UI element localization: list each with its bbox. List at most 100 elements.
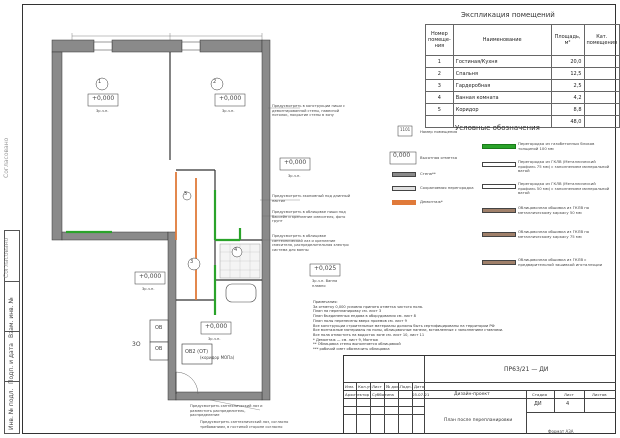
- schedule-header-cat: Кат. помещения: [583, 24, 620, 56]
- note-item: План полы перенесены вверх проемов см. л…: [313, 318, 407, 323]
- tb-col-doc: № док.: [386, 384, 400, 389]
- room-markers: [95, 77, 243, 271]
- shaft-label-3: ОВ2 (ОТ): [185, 349, 209, 355]
- legend-swatch-new-partition: [482, 144, 516, 149]
- corridor-floor: 3р.ч.п.: [208, 337, 221, 341]
- legend-swatch-gklv-75: [482, 162, 516, 167]
- legend-swatch-lining-50: [482, 208, 516, 213]
- legend-label-kept: Сохраняемая перегородка: [420, 185, 474, 190]
- legend-label-level: Высотная отметка: [420, 155, 458, 160]
- legend-desc-2: Перегородка из ГКЛВ (Металлический профи…: [518, 159, 610, 174]
- note-item: За отметку 0,000 условно принята отметка…: [313, 304, 424, 309]
- shafts: [149, 319, 213, 365]
- legend-swatch-wall: [392, 172, 416, 177]
- notes-title: Примечания:: [313, 300, 338, 304]
- room-4-number: 4: [234, 247, 238, 253]
- room-1-floor: 3р.ч.п.: [96, 109, 109, 113]
- tb-code: ПР63/21 — ДИ: [504, 366, 549, 373]
- tb-sheets-label: Листов: [592, 392, 607, 397]
- room-4-level: +0,025: [314, 265, 337, 272]
- room-3-floor: 3р.ч.п.: [142, 287, 155, 291]
- note-item: *** рабочий смет обозначить облицовка: [313, 347, 390, 352]
- corridor-level: +0,000: [205, 323, 228, 330]
- legend-swatch-gklv-50: [482, 184, 516, 189]
- room-4-floor: 3р.ч.п. Ванна плавно: [312, 279, 338, 288]
- tb-sheet-label: Лист: [564, 392, 574, 397]
- tb-drawing: План после перепланировки: [444, 418, 513, 423]
- note-item: Все конструкции строительные материалы д…: [313, 323, 495, 328]
- note-item: Все пола отмостить на водосток зоне см. …: [313, 332, 425, 337]
- annotation-2: Предусмотреть экономный под длинный наст…: [272, 194, 351, 203]
- tb-role: Архитектор: [345, 392, 370, 397]
- note-item: Все монтажные материалы на полы, облицов…: [313, 328, 504, 333]
- tb-sheet: 4: [566, 401, 570, 407]
- room-5-level: +0,000: [284, 159, 307, 166]
- schedule-header-area: Площадь, м²: [550, 24, 585, 56]
- tb-stage-label: Стадия: [532, 392, 547, 397]
- schedule-title: Экспликация помещений: [461, 11, 555, 19]
- table-row: 48,0: [425, 115, 620, 128]
- legend-desc-1: Перегородка из газобетонных блоков толщи…: [518, 141, 595, 151]
- axis-label: 3О: [132, 341, 141, 348]
- tb-col-sheet: Лист: [372, 384, 382, 389]
- schedule-header-name: Наименование: [452, 24, 552, 56]
- legend-desc-5: Облицовочная обшивка из ГКЛВ по металлич…: [518, 229, 590, 239]
- legend-room-number-symbol: [397, 125, 413, 137]
- annotation-3: Предусмотреть в облицовке ниши под бассе…: [272, 210, 346, 224]
- notes-block: Примечания: За отметку 0,000 условно при…: [313, 300, 503, 352]
- outer-walls: [51, 39, 271, 401]
- room-5-number: 5: [184, 191, 188, 197]
- schedule-total: 48,0: [550, 115, 585, 128]
- annotation-4: Предусмотреть в облицовке сантехнический…: [272, 234, 349, 252]
- leader-lines: [209, 107, 300, 411]
- legend-swatch-demolish: [392, 200, 416, 205]
- legend-desc-6: Облицовочная обшивка из ГКЛВ с предварит…: [518, 257, 603, 267]
- tb-person: Субботина: [372, 392, 394, 397]
- corridor-label: (коридор МОПа): [200, 355, 235, 360]
- shaft-label-1: ОВ: [155, 325, 163, 331]
- legend-label-wall: Стена**: [420, 171, 436, 176]
- room-5-floor: 3р.ч.п.: [288, 174, 301, 178]
- level-boxes: [87, 93, 417, 335]
- legend-room-number-text: 1101: [400, 127, 411, 132]
- windows: [93, 41, 201, 51]
- tb-project: Дизайн-проект: [454, 392, 490, 397]
- annotation-5: Предусмотреть сантехнический лаз и разме…: [190, 404, 263, 418]
- room-1-number: 1: [98, 79, 102, 85]
- tb-col-change: Изм.: [345, 384, 355, 389]
- room-3-number: 3: [190, 259, 194, 265]
- legend-swatch-lining-75: [482, 232, 516, 237]
- legend-title: Условные обозначения: [455, 124, 540, 132]
- tb-stage: ДИ: [534, 401, 542, 407]
- tb-col-sign: Подп.: [400, 384, 412, 389]
- schedule-header-num: Номер помеще-ния: [425, 24, 454, 56]
- tb-date: 05.07.21: [412, 392, 430, 397]
- legend-swatch-lining-install: [482, 260, 516, 265]
- side-approval-strip: [4, 230, 20, 434]
- room-2-number: 2: [213, 79, 217, 85]
- legend-desc-3: Перегородка из ГКЛВ (Металлический профи…: [518, 181, 610, 196]
- room-3-level: +0,000: [139, 273, 162, 280]
- new-partitions: [66, 190, 242, 315]
- drawing-frame: [22, 4, 616, 434]
- note-item: План бъединенных ендова в оборудования с…: [313, 314, 416, 319]
- note-item: * Демонтаж — см. лист 9, Монтаж: [313, 337, 379, 342]
- legend-label-demolish: Демонтаж*: [420, 199, 443, 204]
- legend-level-text: 0,000: [393, 152, 411, 159]
- legend-desc-4: Облицовочная обшивка из ГКЛВ по металлич…: [518, 205, 590, 215]
- room-1-level: +0,000: [92, 95, 115, 102]
- tb-col-qty: Кол.уч: [358, 384, 372, 389]
- note-item: План на перепланировку см. лист 3: [313, 309, 382, 314]
- entry-door-arc: [175, 371, 199, 395]
- note-item: ** Облицовка стены выполняется облицовко…: [313, 342, 401, 347]
- legend-swatch-kept: [392, 186, 416, 191]
- legend-label-room-number: Номер помещения: [420, 129, 458, 134]
- room-schedule: Номер помеще-ния Наименование Площадь, м…: [425, 24, 620, 128]
- tb-col-date: Дата: [414, 384, 425, 389]
